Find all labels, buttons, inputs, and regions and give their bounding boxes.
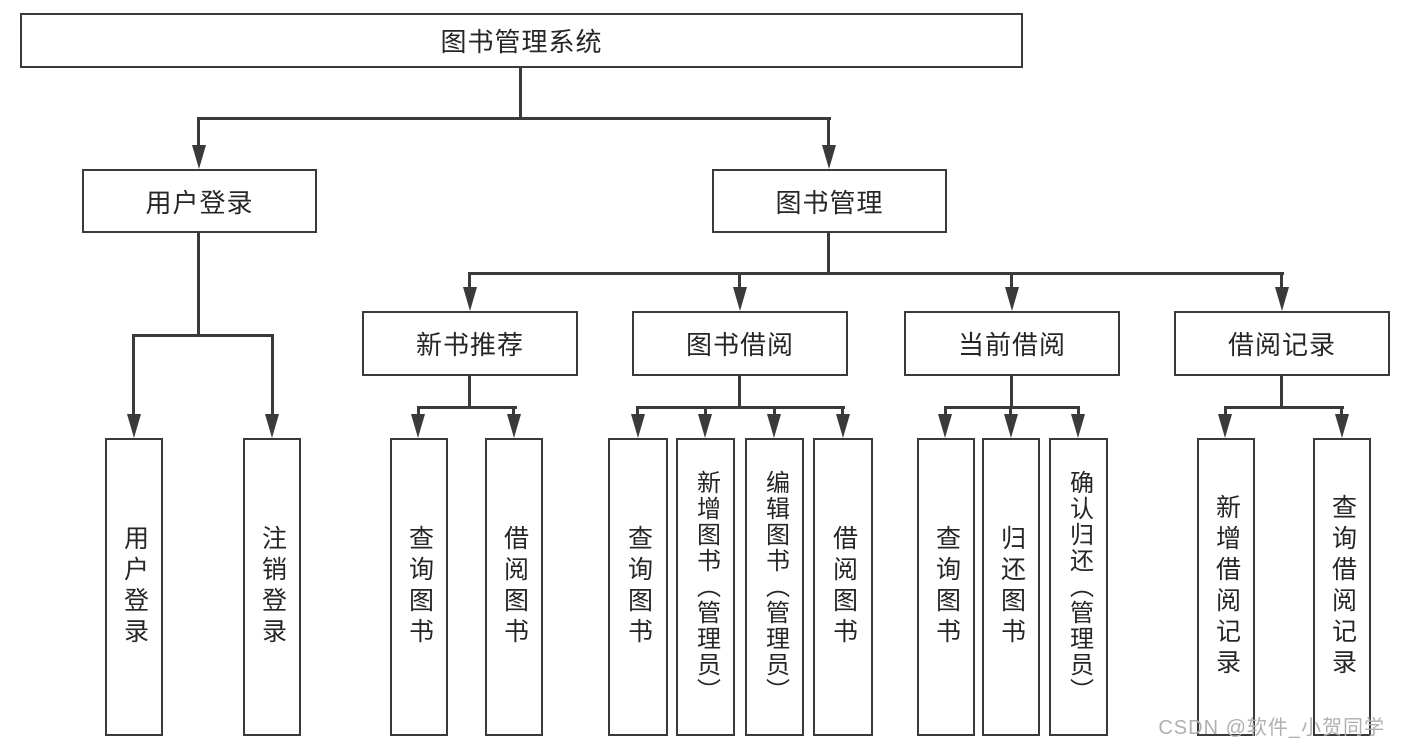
connector-drop-bb-query	[636, 406, 639, 419]
leaf-bb-borrow-books: 借阅图书	[813, 438, 873, 736]
leaf-cb-return-books: 归还图书	[982, 438, 1040, 736]
leaf-logout-label: 注销登录	[258, 525, 287, 649]
connector-drop-br-query	[1340, 406, 1343, 419]
node-root: 图书管理系统	[20, 13, 1023, 68]
leaf-cb-query-books: 查询图书	[917, 438, 975, 736]
leaf-bb-edit-books-admin: 编辑图书（管理员）	[745, 438, 804, 736]
arrowhead-current-borrow	[1005, 287, 1019, 311]
node-new-book-recommend-label: 新书推荐	[415, 330, 524, 360]
leaf-cb-return-books-label: 归还图书	[997, 525, 1026, 649]
connector-drop-nb-borrow	[512, 406, 515, 419]
connector-drop-user-login	[197, 117, 200, 150]
connector-book-borrow-stem	[738, 376, 741, 409]
connector-root-hline	[197, 117, 831, 120]
connector-drop-br-add	[1224, 406, 1227, 419]
connector-borrow-records-hline	[1224, 406, 1344, 409]
connector-book-borrow-hline	[636, 406, 845, 409]
connector-drop-new-book	[468, 272, 471, 292]
leaf-bb-query-books: 查询图书	[608, 438, 668, 736]
connector-drop-bb-add	[704, 406, 707, 419]
connector-drop-current-borrow	[1010, 272, 1013, 292]
arrowhead-bb-add	[698, 414, 712, 438]
leaf-nb-query-books: 查询图书	[390, 438, 448, 736]
arrowhead-br-query	[1335, 414, 1349, 438]
leaf-logout: 注销登录	[243, 438, 301, 736]
node-current-borrowing: 当前借阅	[904, 311, 1120, 376]
arrowhead-cb-confirm	[1071, 414, 1085, 438]
leaf-user-login: 用户登录	[105, 438, 163, 736]
node-root-label: 图书管理系统	[440, 27, 603, 57]
node-book-borrowing: 图书借阅	[632, 311, 848, 376]
node-book-management: 图书管理	[712, 169, 947, 233]
node-borrowing-records-label: 借阅记录	[1227, 330, 1336, 360]
leaf-cb-query-books-label: 查询图书	[932, 525, 961, 649]
arrowhead-bb-borrow	[836, 414, 850, 438]
connector-drop-book-borrow	[738, 272, 741, 292]
connector-drop-bb-edit	[773, 406, 776, 419]
arrowhead-nb-query	[411, 414, 425, 438]
arrowhead-nb-borrow	[507, 414, 521, 438]
arrowhead-cb-query	[938, 414, 952, 438]
connector-drop-leaf-logout	[271, 334, 274, 418]
node-current-borrowing-label: 当前借阅	[957, 330, 1066, 360]
leaf-nb-borrow-books: 借阅图书	[485, 438, 543, 736]
leaf-nb-query-books-label: 查询图书	[405, 525, 434, 649]
arrowhead-cb-return	[1004, 414, 1018, 438]
leaf-nb-borrow-books-label: 借阅图书	[500, 525, 529, 649]
node-book-borrowing-label: 图书借阅	[685, 330, 794, 360]
node-borrowing-records: 借阅记录	[1174, 311, 1390, 376]
connector-drop-bb-borrow	[841, 406, 844, 419]
leaf-bb-add-books-admin: 新增图书（管理员）	[676, 438, 735, 736]
leaf-bb-query-books-label: 查询图书	[624, 525, 653, 649]
connector-new-book-hline	[417, 406, 517, 409]
node-book-management-label: 图书管理	[775, 187, 884, 218]
arrowhead-br-add	[1218, 414, 1232, 438]
leaf-br-add-record-label: 新增借阅记录	[1212, 494, 1241, 680]
arrowhead-new-book	[463, 287, 477, 311]
leaf-cb-confirm-return-admin: 确认归还（管理员）	[1049, 438, 1108, 736]
arrowhead-bb-query	[631, 414, 645, 438]
leaf-br-add-record: 新增借阅记录	[1197, 438, 1255, 736]
leaf-cb-confirm-return-admin-label: 确认归还（管理员）	[1065, 470, 1093, 704]
connector-drop-book-mgmt	[827, 117, 830, 150]
node-new-book-recommend: 新书推荐	[362, 311, 578, 376]
node-user-login-label: 用户登录	[145, 187, 254, 218]
leaf-bb-add-books-admin-label: 新增图书（管理员）	[692, 470, 720, 704]
connector-user-login-hline	[132, 334, 274, 337]
connector-drop-leaf-login	[132, 334, 135, 418]
connector-drop-cb-query	[944, 406, 947, 419]
connector-drop-nb-query	[417, 406, 420, 419]
connector-current-borrow-hline	[944, 406, 1080, 409]
arrowhead-book-borrow	[733, 287, 747, 311]
node-user-login: 用户登录	[82, 169, 317, 233]
leaf-user-login-label: 用户登录	[120, 525, 149, 649]
connector-book-mgmt-stem	[827, 233, 830, 275]
leaf-bb-edit-books-admin-label: 编辑图书（管理员）	[761, 470, 789, 704]
arrowhead-book-mgmt	[822, 145, 836, 169]
connector-new-book-stem	[468, 376, 471, 409]
connector-book-mgmt-hline	[468, 272, 1284, 275]
leaf-br-query-record: 查询借阅记录	[1313, 438, 1371, 736]
connector-user-login-stem	[197, 233, 200, 337]
connector-drop-cb-return	[1009, 406, 1012, 419]
connector-root-stem	[519, 68, 522, 120]
connector-drop-borrow-records	[1280, 272, 1283, 292]
connector-drop-cb-confirm	[1077, 406, 1080, 419]
arrowhead-bb-edit	[767, 414, 781, 438]
leaf-br-query-record-label: 查询借阅记录	[1328, 494, 1357, 680]
arrowhead-user-login	[192, 145, 206, 169]
csdn-watermark: CSDN @软件_小贺同学	[1158, 717, 1385, 739]
connector-current-borrow-stem	[1010, 376, 1013, 409]
arrowhead-leaf-logout	[265, 414, 279, 438]
arrowhead-borrow-records	[1275, 287, 1289, 311]
leaf-bb-borrow-books-label: 借阅图书	[829, 525, 858, 649]
arrowhead-leaf-login	[127, 414, 141, 438]
connector-borrow-records-stem	[1280, 376, 1283, 409]
